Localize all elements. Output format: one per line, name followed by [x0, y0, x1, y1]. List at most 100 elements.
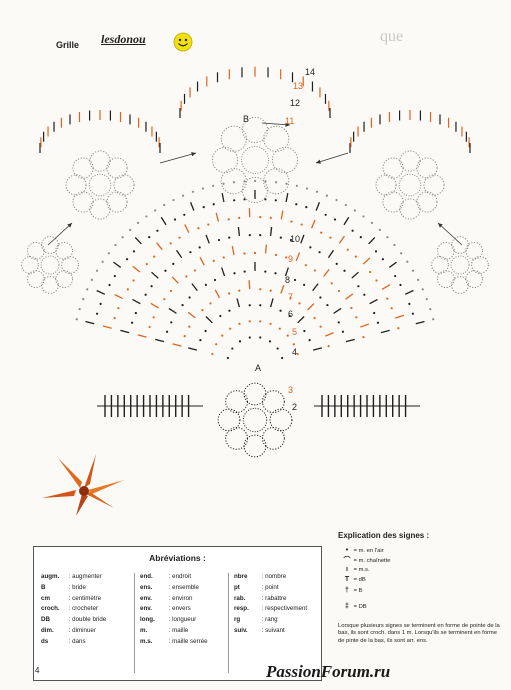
chain-dot	[346, 248, 349, 251]
stitch-mark	[248, 280, 251, 290]
abbreviation-term: end.	[140, 573, 153, 580]
chain-dot	[117, 307, 120, 310]
abbreviation-definition: : diminuer	[67, 626, 96, 634]
stitch-mark	[221, 267, 226, 277]
chain-dot	[400, 252, 403, 255]
chain-dot	[363, 293, 366, 296]
chain-dot	[172, 262, 175, 265]
motif-petal	[41, 236, 59, 254]
stitch-mark	[215, 212, 220, 222]
motif-petal	[72, 191, 94, 213]
chain-dot	[243, 198, 246, 201]
chain-dot	[248, 320, 251, 323]
chain-dot	[228, 309, 231, 312]
chain-dot	[308, 339, 311, 342]
legend-text: = m.s.	[352, 567, 370, 573]
stitch-mark	[85, 320, 95, 325]
chain-dot	[259, 234, 262, 237]
chain-dot	[274, 199, 277, 202]
abbreviation-row: m.s. : maille serrée	[140, 637, 208, 648]
chain-dot	[238, 340, 242, 343]
motif-petal	[220, 125, 247, 152]
abbreviation-row: croch. : crocheter	[41, 604, 106, 615]
chain-dot	[253, 251, 257, 255]
stitch-mark	[312, 283, 319, 292]
chain-dot	[289, 238, 293, 242]
chain-dot	[169, 289, 173, 293]
chain-dot	[183, 213, 186, 216]
chain-dot	[421, 288, 424, 291]
stitch-mark	[96, 289, 106, 295]
abbreviation-definition: : bride	[67, 583, 86, 591]
chain-dot	[290, 220, 293, 223]
stitch-symbol-icon: ⌒	[343, 557, 351, 564]
chain-dot	[259, 288, 262, 291]
abbreviation-definition: : environ	[167, 594, 193, 602]
abbreviation-row: pt : point	[234, 583, 307, 594]
motif-petal	[113, 174, 135, 196]
chain-dot	[285, 182, 288, 185]
motif-petal	[106, 191, 128, 213]
motif-center	[241, 146, 269, 174]
arrowhead-icon	[316, 159, 321, 164]
stitch-mark	[160, 216, 167, 226]
chain-dot	[355, 316, 358, 319]
chain-dot	[178, 236, 181, 239]
chain-dot	[99, 302, 102, 305]
chain-dot	[295, 203, 298, 206]
chain-dot	[198, 246, 201, 249]
chain-dot	[386, 297, 389, 300]
chain-dot	[335, 262, 338, 265]
chain-dot	[238, 289, 241, 292]
chain-dot	[300, 223, 303, 226]
stitch-mark	[295, 252, 301, 262]
chain-dot	[82, 298, 85, 301]
arrow-icon	[47, 222, 73, 246]
chain-dot	[330, 282, 333, 285]
chain-dot	[75, 318, 78, 321]
chain-dot	[279, 236, 282, 239]
stitch-mark	[187, 311, 196, 319]
chain-dot	[318, 251, 321, 254]
motif-center	[40, 255, 60, 275]
abbreviation-definition: : augmenter	[67, 573, 102, 580]
abbreviation-term: rg	[234, 616, 241, 624]
chain-dot	[319, 325, 322, 328]
stitch-mark	[221, 192, 225, 203]
chain-dot	[259, 336, 262, 339]
chain-dot	[319, 296, 322, 299]
motif-petal	[416, 191, 438, 213]
chain-dot	[362, 336, 365, 339]
row-number-label: 2	[292, 402, 297, 412]
abbreviation-term: ds	[41, 637, 49, 645]
legend-text: = m. chaînette	[352, 558, 391, 564]
motif-petal	[261, 390, 285, 414]
chain-dot	[132, 250, 136, 253]
legend-text: = B	[352, 588, 363, 594]
abbreviation-definition: : rabattre	[260, 594, 287, 602]
chain-dot	[197, 227, 200, 230]
stitch-mark	[280, 210, 284, 220]
abbreviation-term: long.	[140, 616, 155, 624]
row-number-label: 9	[288, 254, 293, 264]
chain-dot	[243, 270, 246, 273]
chain-dot	[353, 209, 356, 212]
abbreviation-row: DB : double bride	[41, 615, 106, 626]
stitch-mark	[151, 271, 159, 279]
chain-dot	[269, 289, 272, 292]
stitch-mark	[362, 257, 371, 265]
stitch-mark	[191, 283, 198, 292]
abbreviation-definition: : endroit	[167, 573, 192, 580]
abbreviation-term: env.	[140, 594, 152, 602]
legend-item: • = m. en l'air	[342, 547, 384, 555]
chain-dot	[101, 260, 104, 263]
chain-dot	[191, 190, 195, 193]
chain-dot	[370, 221, 373, 225]
chain-dot	[408, 302, 411, 305]
chain-dot	[285, 256, 288, 259]
motif-petal	[436, 270, 455, 289]
motif-petal	[220, 168, 247, 195]
stitch-mark	[137, 334, 147, 338]
chain-dot	[164, 269, 167, 272]
chain-dot	[381, 258, 385, 261]
